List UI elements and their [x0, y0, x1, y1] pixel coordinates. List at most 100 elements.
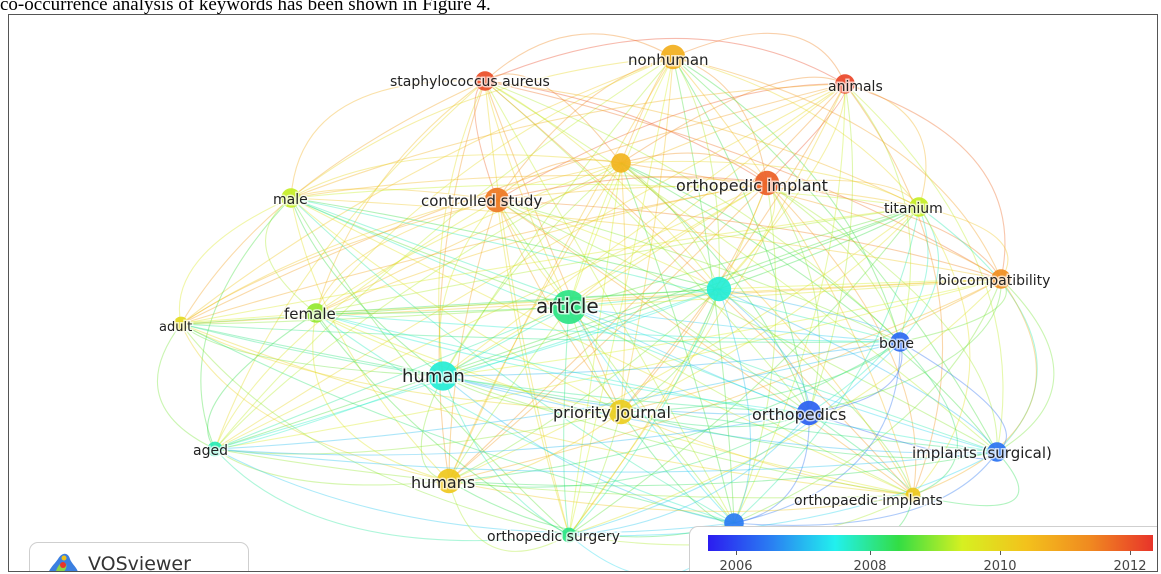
node-label-ortho_implants: orthopaedic implants — [794, 493, 943, 509]
edge-adult-priority — [180, 323, 622, 413]
edge-controlled-implants_surg — [496, 199, 998, 453]
edge-yellow_hub-humans — [448, 162, 622, 482]
edge-orthopedics-ortho_implants — [808, 412, 914, 496]
node-staph[interactable] — [475, 71, 495, 91]
node-label-titanium: titanium — [884, 201, 943, 217]
edge-animals-controlled — [496, 83, 846, 201]
node-ortho_implant[interactable] — [754, 170, 780, 196]
edge-nonhuman-ortho_implants — [672, 56, 914, 496]
edge-controlled-ortho_surgery — [496, 199, 570, 536]
edge-ortho_implant-male — [290, 174, 768, 199]
node-male[interactable] — [281, 188, 301, 208]
edge-biocompat-aged — [214, 278, 1002, 450]
edge-nonhuman-aged — [214, 56, 674, 450]
node-ortho_implants[interactable] — [905, 487, 921, 503]
edge-bone-aged — [214, 341, 901, 450]
edge-male-titanium — [290, 183, 920, 208]
edge-controlled-adult — [180, 199, 498, 325]
node-priority[interactable] — [608, 399, 634, 425]
edge-controlled-ortho_implants — [496, 199, 914, 496]
edge-yellow_hub-titanium — [620, 160, 920, 208]
node-label-humans: humans — [411, 473, 475, 492]
edge-ortho_implant-orthopedics — [766, 182, 820, 414]
node-controlled[interactable] — [484, 187, 510, 213]
node-label-priority: priority journal — [553, 403, 671, 422]
edge-adult-ortho_surgery — [180, 323, 570, 536]
edge-yellow_hub-aged — [214, 162, 622, 450]
node-aged[interactable] — [207, 441, 223, 457]
node-label-ortho_implant: orthopedic implant — [676, 176, 828, 195]
edge-bone-ortho_implants — [899, 341, 958, 496]
edge-human-purple_hub — [442, 375, 735, 524]
edge-animals-article — [568, 83, 846, 308]
node-human[interactable] — [428, 361, 458, 391]
edge-staph-adult — [180, 80, 486, 325]
edge-biocompat-human — [442, 278, 1002, 377]
edge-blue_hub-humans — [448, 288, 720, 482]
node-nonhuman[interactable] — [660, 44, 686, 70]
edge-article-implants_surg — [568, 306, 998, 453]
node-animals[interactable] — [835, 74, 855, 94]
edge-yellow_hub-purple_hub — [620, 162, 735, 524]
node-implants_surg[interactable] — [987, 442, 1007, 462]
edge-bone-purple_hub — [733, 341, 901, 524]
edge-male-ortho_implants — [290, 197, 914, 496]
edge-nonhuman-blue_hub — [672, 56, 720, 290]
edge-nonhuman-animals — [672, 32, 846, 85]
edge-article-humans — [448, 306, 570, 482]
node-adult[interactable] — [173, 316, 189, 332]
edge-blue_hub-adult — [180, 288, 720, 325]
edge-priority-orthopedics — [620, 411, 810, 428]
edge-priority-humans — [448, 411, 622, 482]
node-ortho_surgery[interactable] — [561, 527, 577, 543]
edge-blue_hub-purple_hub — [718, 288, 752, 524]
edge-controlled-purple_hub — [496, 199, 735, 524]
node-titanium[interactable] — [909, 197, 929, 217]
node-biocompat[interactable] — [991, 269, 1011, 289]
node-article[interactable] — [552, 290, 586, 324]
edge-animals-orthopedics — [808, 83, 854, 414]
edge-animals-implants_surg — [844, 83, 1004, 453]
edge-yellow_hub-ortho_surgery — [568, 162, 622, 536]
node-yellow_hub[interactable] — [611, 153, 631, 173]
edge-human-implants_surg — [442, 375, 998, 454]
edge-male-adult — [179, 197, 292, 325]
edge-staph-biocompat — [484, 80, 1002, 280]
edge-male-priority — [290, 197, 622, 413]
edge-staph-implants_surg — [484, 80, 998, 453]
node-label-human: human — [402, 366, 465, 387]
edge-layer — [157, 32, 1055, 571]
edge-titanium-human — [442, 206, 920, 377]
node-female[interactable] — [306, 303, 326, 323]
edge-staph-priority — [484, 80, 622, 413]
edge-yellow_hub-biocompat — [620, 162, 1002, 280]
edge-ortho_implant-aged — [214, 182, 768, 450]
edge-adult-humans — [180, 323, 450, 482]
edge-adult-bone — [180, 323, 901, 343]
edge-titanium-ortho_implants — [912, 206, 971, 496]
edge-female-ortho_surgery — [315, 312, 570, 536]
edge-implants_surg-humans — [448, 451, 998, 487]
edge-female-orthopedics — [315, 312, 810, 414]
edge-male-ortho_surgery — [290, 197, 570, 536]
node-orthopedics[interactable] — [796, 400, 822, 426]
node-label-animals: animals — [828, 79, 883, 95]
edge-bone-priority — [620, 341, 901, 413]
edge-nonhuman-female — [315, 56, 674, 314]
edge-animals-blue_hub — [718, 83, 846, 290]
edge-titanium-purple_hub — [733, 206, 920, 524]
edge-aged-ortho_implants — [214, 448, 914, 499]
node-humans[interactable] — [436, 468, 462, 494]
edge-biocompat-humans — [448, 278, 1002, 482]
edge-female-aged — [207, 312, 317, 450]
edge-blue_hub-ortho_surgery — [568, 288, 720, 536]
node-blue_hub[interactable] — [706, 276, 732, 302]
edge-titanium-biocompat — [918, 206, 1009, 280]
edge-nonhuman-ortho_surgery — [568, 56, 674, 536]
edge-staph-blue_hub — [484, 80, 720, 290]
node-bone[interactable] — [890, 332, 910, 352]
edge-controlled-priority — [496, 199, 622, 413]
edge-priority-aged — [214, 411, 622, 455]
edge-nonhuman-bone — [672, 56, 901, 343]
